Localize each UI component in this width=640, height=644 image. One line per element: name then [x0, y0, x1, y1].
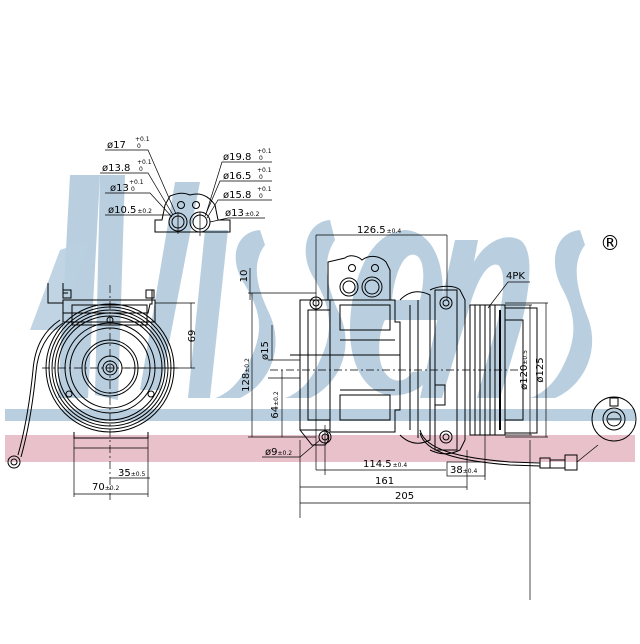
- port-dim-19-8: ø19.8: [223, 152, 251, 163]
- dim-38: 38±0.4: [450, 465, 477, 476]
- dim-64: 64±0.2: [270, 391, 281, 418]
- dim-70: 70±0.2: [92, 482, 119, 493]
- port-dim-13-tol-lower: 0: [131, 186, 135, 193]
- dim-clutch-125: ø125: [535, 357, 546, 382]
- registered-mark: ®: [600, 231, 620, 255]
- brand-logo: [30, 175, 593, 400]
- dim-hole-9: ø9±0.2: [265, 447, 292, 458]
- port-dim-10-5: ø10.5±0.2: [108, 205, 152, 216]
- dim-114-5: 114.5±0.4: [363, 459, 407, 470]
- port-dim-13-8: ø13.8: [102, 163, 130, 174]
- port-dim-16-5: ø16.5: [223, 171, 251, 182]
- port-dim-13-right: ø13±0.2: [225, 208, 260, 219]
- blue-band: [5, 409, 635, 421]
- port-dim-17-tol-upper: +0.1: [135, 136, 150, 143]
- dim-126-5: 126.5±0.4: [357, 225, 401, 236]
- dim-10: 10: [239, 270, 250, 283]
- front-view: 69 35±0.5 70±0.2: [7, 283, 196, 500]
- watermark: ®: [5, 175, 635, 462]
- dim-205: 205: [395, 491, 414, 502]
- port-dim-19-8-tol-upper: +0.1: [257, 148, 272, 155]
- side-view: 126.5±0.4: [239, 225, 637, 600]
- port-dim-17: ø17: [107, 140, 126, 151]
- pulley-type-4pk: 4PK: [506, 271, 525, 282]
- port-dim-13-8-tol-upper: +0.1: [137, 159, 152, 166]
- dim-161: 161: [375, 476, 394, 487]
- dim-pulley-120: ø120±0.5: [519, 350, 530, 390]
- port-dim-15-8: ø15.8: [223, 190, 251, 201]
- port-dim-15-8-tol-lower: 0: [259, 193, 263, 200]
- port-dim-16-5-tol-lower: 0: [259, 174, 263, 181]
- port-dim-13: ø13: [110, 183, 129, 194]
- dim-128: 128±0.2: [241, 358, 252, 392]
- port-dim-19-8-tol-lower: 0: [259, 155, 263, 162]
- dim-35: 35±0.5: [118, 468, 145, 479]
- port-dim-13-8-tol-lower: 0: [139, 166, 143, 173]
- dim-69: 69: [185, 330, 196, 343]
- port-dim-15-8-tol-upper: +0.1: [257, 186, 272, 193]
- port-dim-17-tol-lower: 0: [137, 143, 141, 150]
- port-dim-13-tol-upper: +0.1: [129, 179, 144, 186]
- dim-shaft-15: ø15: [260, 341, 271, 360]
- port-detail: ø17 +0.1 0 ø13.8 +0.1 0 ø13 +0.1 0 ø10.5…: [100, 136, 272, 236]
- port-dim-16-5-tol-upper: +0.1: [257, 167, 272, 174]
